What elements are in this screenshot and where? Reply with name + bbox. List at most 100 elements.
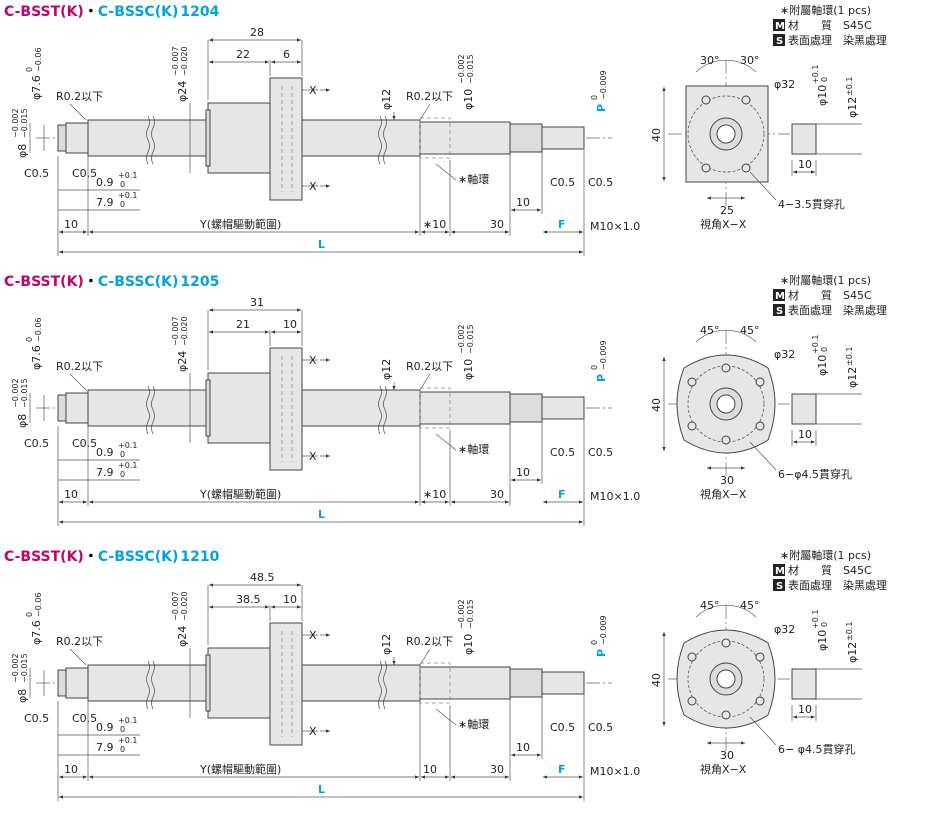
dim-nut-total: 31 [250,296,264,309]
svg-text:0: 0 [25,337,34,342]
journal [419,666,511,700]
dim-len-10a: 10 [64,763,78,776]
title-bssc: C-BSSC(K) [98,4,179,20]
dim-nut-dia: φ24 −0.007 −0.020 [171,316,189,372]
dim-len-30: 30 [490,488,504,501]
dim-shaft-end-dia: φ8 −0.002 −0.015 [11,653,29,703]
mount-hole [755,696,765,706]
shaft-end [65,122,89,154]
dim-len-10a: 10 [64,488,78,501]
dim-l: L [318,508,325,521]
nut-body [207,372,271,444]
svg-text:−0.002: −0.002 [11,108,20,138]
svg-text:−0.009: −0.009 [599,340,608,370]
svg-text:φ8: φ8 [16,689,29,703]
title-size: 1210 [180,549,219,565]
dim-y-range: Y(螺帽驅動範圍) [199,217,281,231]
dim-journal-dia: φ10 −0.002 −0.015 [457,54,475,110]
dim-f: F [558,218,566,231]
svg-text:−0.009: −0.009 [599,70,608,100]
pcd: φ32 [774,623,795,636]
dim-flange: 6 [283,48,290,61]
mount-hole [741,95,751,105]
dim-screw-dia: φ12 [380,89,393,110]
dim-len-30: 30 [490,763,504,776]
view-height: 40 [650,673,663,687]
nut-flange [269,622,303,746]
svg-text:±0.1: ±0.1 [845,77,854,96]
dim-nut-body: 22 [236,48,250,61]
svg-text:φ10: φ10 [462,359,475,380]
svg-text:φ12: φ12 [846,642,859,663]
view-height: 40 [650,128,663,142]
collar-note: ∗軸環 [458,442,489,456]
svg-text:C-BSST(K)・C-BSSC(K)1205: C-BSST(K)・C-BSSC(K)1205 [4,274,219,290]
x-mark-bottom: X [309,725,317,738]
collar-hidden [419,387,451,429]
svg-text:+0.1: +0.1 [811,65,820,84]
break-mark-left [146,115,150,165]
dim-f: F [558,763,566,776]
svg-text:0: 0 [120,470,125,479]
svg-text:−0.009: −0.009 [599,615,608,645]
svg-text:0: 0 [120,200,125,209]
collar-width: 10 [798,428,812,441]
svg-text:±0.1: ±0.1 [845,347,854,366]
break-mark-left [146,385,150,435]
groove-position: 7.9 [96,196,114,209]
collar-outer-dia: φ12 ±0.1 [845,77,859,118]
chamfer-2: C0.5 [72,167,97,180]
svg-text:−0.015: −0.015 [466,54,475,84]
mount-hole [701,163,711,173]
chamfer-3: C0.5 [550,721,575,734]
shaft-tip [57,394,67,422]
svg-text:+0.1: +0.1 [118,191,137,200]
surface-badge: S [776,306,783,317]
svg-text:0: 0 [120,725,125,734]
hole-spec: 4−3.5貫穿孔 [778,197,845,211]
svg-text:P: P [595,649,608,657]
svg-text:C-BSST(K)・C-BSSC(K)1210: C-BSST(K)・C-BSSC(K)1210 [4,549,220,565]
svg-text:−0.015: −0.015 [466,599,475,629]
accessory-note: ∗附屬軸環(1 pcs) M 材 質 S45C S 表面處理 染黑處理 [773,3,887,47]
surface-text: 表面處理 染黑處理 [788,303,887,317]
hole-spec: 6− φ4.5貫穿孔 [778,742,855,756]
svg-text:φ7.6: φ7.6 [30,620,43,645]
dim-collar-len: 10 [423,763,437,776]
svg-text:0: 0 [820,347,829,352]
break-mark-right [378,115,382,165]
radius-right: R0.2以下 [406,635,453,648]
end-view: 45° 45° φ32 40 30 6− φ4.5貫穿孔 視角X−X [650,599,855,776]
dim-collar-len: ∗10 [423,488,446,501]
mount-hole [687,377,697,387]
dim-len-10b: 10 [516,741,530,754]
dim-screw-dia: φ12 [380,634,393,655]
svg-text:φ8: φ8 [16,414,29,428]
svg-text:φ10: φ10 [816,85,829,106]
angle-b: 30° [740,54,760,67]
svg-text:−0.002: −0.002 [457,599,466,629]
title-bssc: C-BSSC(K) [98,549,179,565]
svg-text:φ10: φ10 [462,89,475,110]
view-width: 30 [720,749,734,762]
dim-p: P 0 −0.009 [590,340,608,382]
chamfer-2: C0.5 [72,712,97,725]
nut-flange [269,77,303,201]
material-badge: M [775,21,785,32]
svg-text:φ10: φ10 [816,355,829,376]
svg-text:−0.020: −0.020 [180,591,189,621]
x-mark-top: X [309,84,317,97]
collar-width: 10 [798,703,812,716]
break-mark-left [146,660,150,710]
svg-text:+0.1: +0.1 [811,335,820,354]
journal [419,391,511,425]
svg-text:φ12: φ12 [380,89,393,110]
svg-text:−0.015: −0.015 [20,378,29,408]
groove-position: 7.9 [96,466,114,479]
collar-inner-dia: φ10 +0.1 0 [811,335,829,376]
dim-tip-dia: φ7.6 0 −0.06 [25,317,43,370]
mount-hole [721,710,731,720]
angle-a: 45° [700,599,720,612]
dim-journal-dia: φ10 −0.002 −0.015 [457,599,475,655]
